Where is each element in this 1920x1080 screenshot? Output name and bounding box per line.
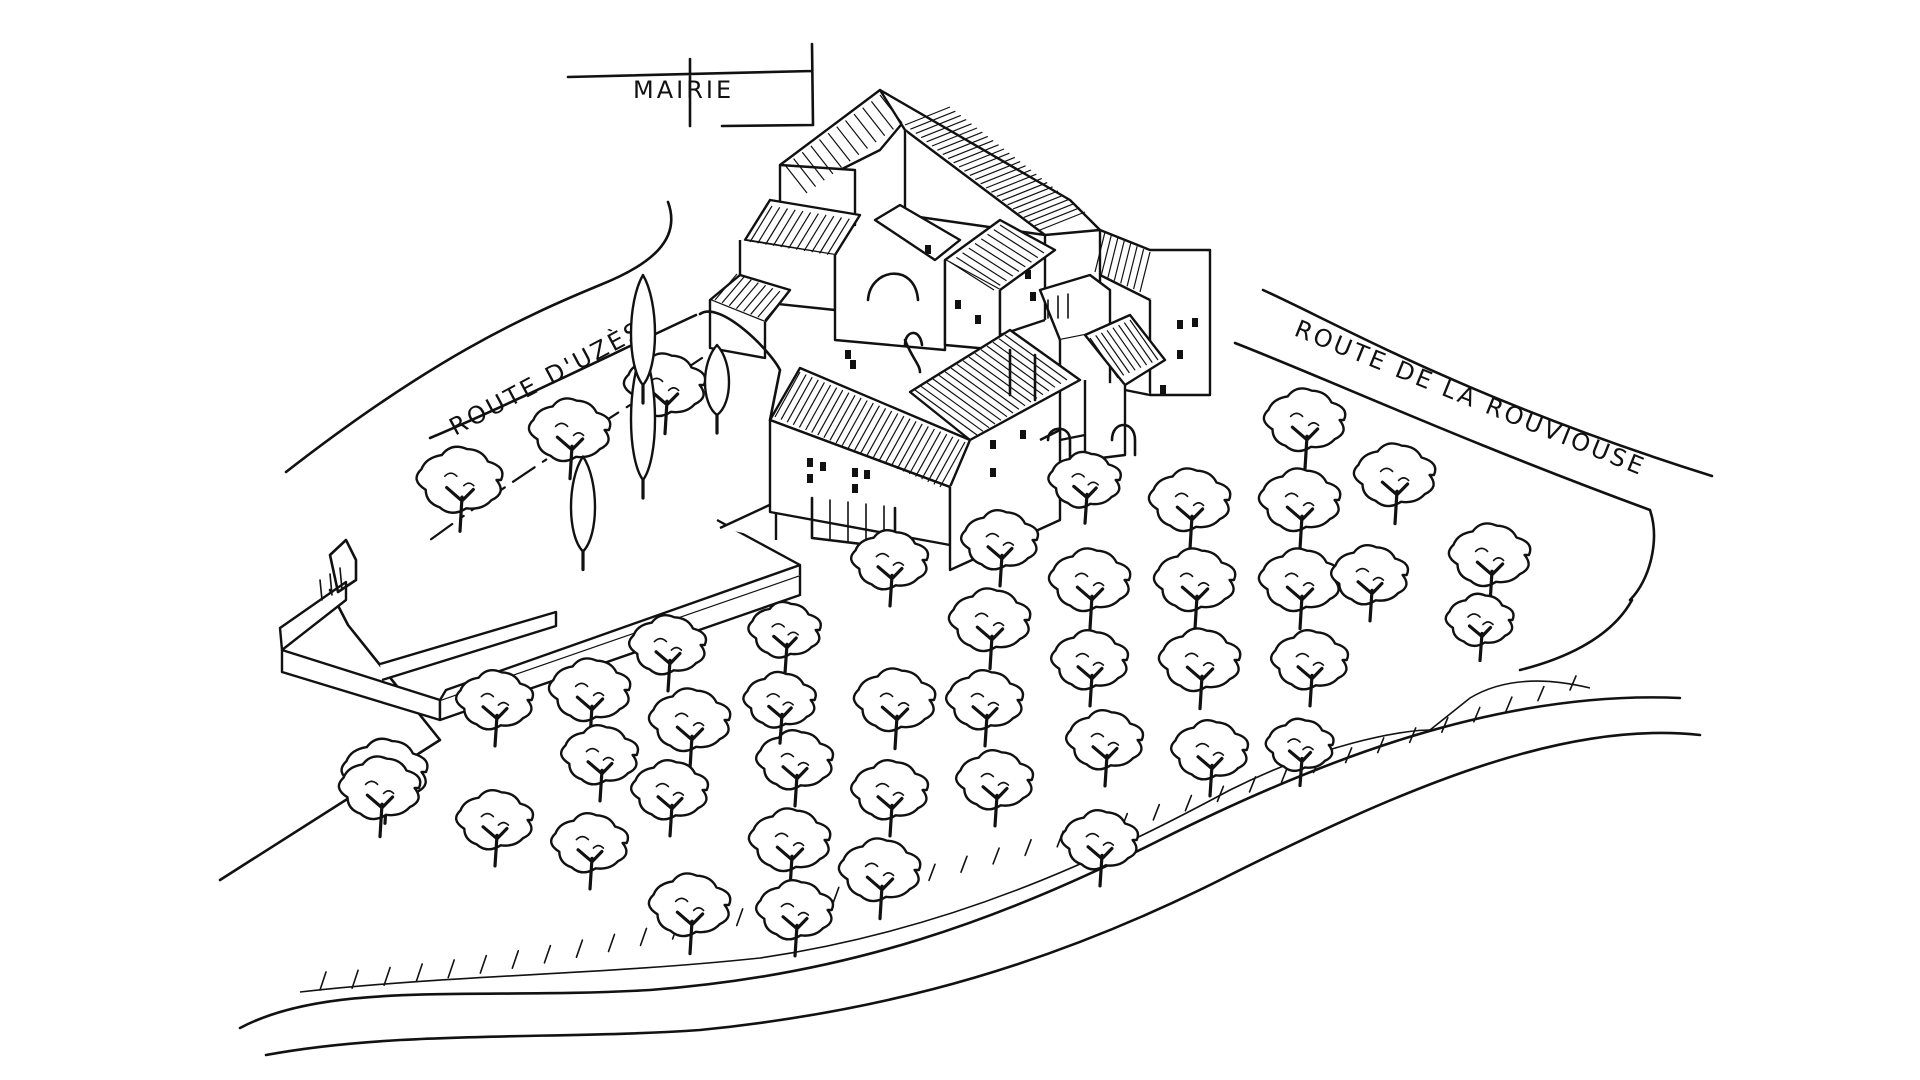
- tree-icon: [455, 669, 535, 748]
- tree-icon: [945, 669, 1025, 748]
- tree-icon: [1262, 387, 1347, 471]
- tree-icon: [755, 879, 835, 958]
- farmhouse-complex: [698, 88, 1212, 572]
- tree-icon: [1060, 809, 1140, 888]
- tree-icon: [747, 807, 832, 891]
- roof-front-right: [908, 328, 1082, 442]
- tree-icon: [1170, 719, 1250, 798]
- tree-icon: [560, 724, 640, 803]
- tree-icon: [960, 509, 1040, 588]
- route-rouviouse-label: ROUTE DE LA ROUVIOUSE: [1291, 315, 1650, 482]
- mairie-label: MAIRIE: [633, 76, 734, 104]
- tree-icon: [1447, 522, 1532, 606]
- cypress-icon: [569, 455, 597, 572]
- tree-icon: [1257, 547, 1342, 631]
- garden-wall: [278, 500, 802, 722]
- roof-center: [943, 218, 1057, 292]
- windows: [807, 245, 1198, 493]
- tree-icon: [550, 812, 630, 891]
- cypress-icon: [629, 273, 657, 405]
- cypress-icon: [629, 348, 657, 500]
- tree-icon: [415, 445, 504, 533]
- tree-icon: [1152, 547, 1237, 631]
- tree-icon: [755, 729, 835, 808]
- tree-icon: [1050, 629, 1130, 708]
- tree-icon: [1444, 592, 1515, 663]
- orchard: [337, 352, 1532, 958]
- tree-icon: [1047, 547, 1132, 631]
- tree-icon: [547, 657, 632, 741]
- tree-icon: [455, 789, 535, 868]
- tree-icon: [955, 749, 1035, 828]
- tree-icon: [747, 600, 822, 675]
- tree-icon: [337, 755, 422, 839]
- tree-icon: [647, 687, 732, 771]
- tree-icon: [1257, 467, 1342, 551]
- tree-icon: [1047, 450, 1122, 525]
- tree-icon: [1330, 544, 1410, 623]
- cypress-row: [569, 273, 731, 572]
- cypress-icon: [703, 343, 731, 435]
- tree-icon: [742, 670, 817, 745]
- tree-icon: [527, 397, 612, 481]
- tree-icon: [1065, 709, 1145, 788]
- lower-road: [238, 675, 1702, 1057]
- tree-icon: [647, 872, 732, 956]
- tree-icon: [837, 837, 922, 921]
- roof-tiles: [714, 94, 1159, 488]
- tree-icon: [1352, 442, 1437, 526]
- tree-icon: [630, 759, 710, 838]
- tree-icon: [1157, 627, 1242, 711]
- tree-icon: [852, 667, 937, 751]
- tree-icon: [947, 587, 1032, 671]
- roof-left-low: [708, 273, 792, 324]
- tree-icon: [628, 614, 708, 693]
- tree-icon: [1264, 717, 1335, 788]
- tree-icon: [1147, 467, 1232, 551]
- tree-icon: [850, 759, 930, 838]
- site-boundary: [218, 588, 1634, 882]
- tree-icon: [850, 529, 930, 608]
- tree-icon: [1270, 629, 1350, 708]
- mairie-plot: MAIRIE: [566, 42, 815, 128]
